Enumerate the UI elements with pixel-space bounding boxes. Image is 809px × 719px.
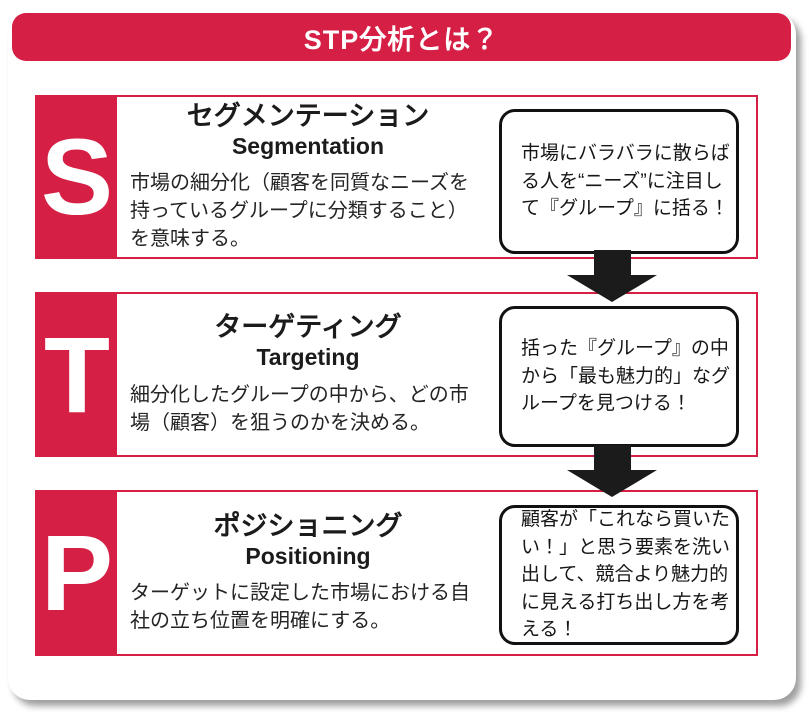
callout-box: 顧客が「これなら買いたい！」と思う要素を洗い出して、競合より魅力的に見える打ち出…	[499, 505, 739, 645]
row-texts: ターゲティング Targeting 細分化したグループの中から、どの市場（顧客）…	[117, 294, 499, 455]
row-title-ja: セグメンテーション	[186, 100, 430, 131]
row-title-en: Segmentation	[231, 132, 385, 159]
stp-row-positioning: P ポジショニング Positioning ターゲットに設定した市場における自社…	[35, 490, 758, 656]
page-card: STP分析とは？ S セグメンテーション Segmentation 市場の細分化…	[8, 12, 796, 700]
row-title-ja: ターゲティング	[214, 312, 402, 343]
arrow-stem	[593, 250, 631, 275]
row-description: ターゲットに設定した市場における自社の立ち位置を明確にする。	[130, 582, 470, 633]
arrow-stem	[593, 445, 631, 470]
callout-text: 顧客が「これなら買いたい！」と思う要素を洗い出して、競合より魅力的に見える打ち出…	[521, 509, 731, 641]
row-texts: ポジショニング Positioning ターゲットに設定した市場における自社の立…	[117, 492, 499, 654]
stp-row-segmentation: S セグメンテーション Segmentation 市場の細分化（顧客を同質なニー…	[35, 95, 758, 259]
callout-text: 括った『グループ』の中から「最も魅力的」なグループを見つける！	[521, 338, 731, 415]
row-title-en: Targeting	[256, 344, 360, 371]
row-title-ja: ポジショニング	[213, 510, 403, 541]
page-title: STP分析とは？	[303, 24, 500, 55]
row-description: 細分化したグループの中から、どの市場（顧客）を狙うのかを決める。	[130, 383, 469, 434]
down-arrow-icon	[567, 250, 657, 302]
letter-badge-s: S	[37, 97, 117, 257]
callout-box: 市場にバラバラに散らばる人を“ニーズ”に注目して『グループ』に括る！	[499, 109, 739, 254]
letter-badge-p: P	[37, 492, 117, 654]
page-header: STP分析とは？	[12, 13, 791, 61]
stp-row-targeting: T ターゲティング Targeting 細分化したグループの中から、どの市場（顧…	[35, 292, 758, 457]
row-title-en: Positioning	[245, 542, 371, 569]
row-description: 市場の細分化（顧客を同質なニーズを持っているグループに分類すること）を意味する。	[130, 172, 469, 251]
arrow-head	[567, 470, 657, 497]
callout-text: 市場にバラバラに散らばる人を“ニーズ”に注目して『グループ』に括る！	[521, 143, 730, 220]
callout-box: 括った『グループ』の中から「最も魅力的」なグループを見つける！	[499, 306, 739, 447]
letter-badge-t: T	[37, 294, 117, 455]
row-texts: セグメンテーション Segmentation 市場の細分化（顧客を同質なニーズを…	[117, 97, 499, 257]
arrow-head	[567, 275, 657, 302]
down-arrow-icon	[567, 445, 657, 497]
